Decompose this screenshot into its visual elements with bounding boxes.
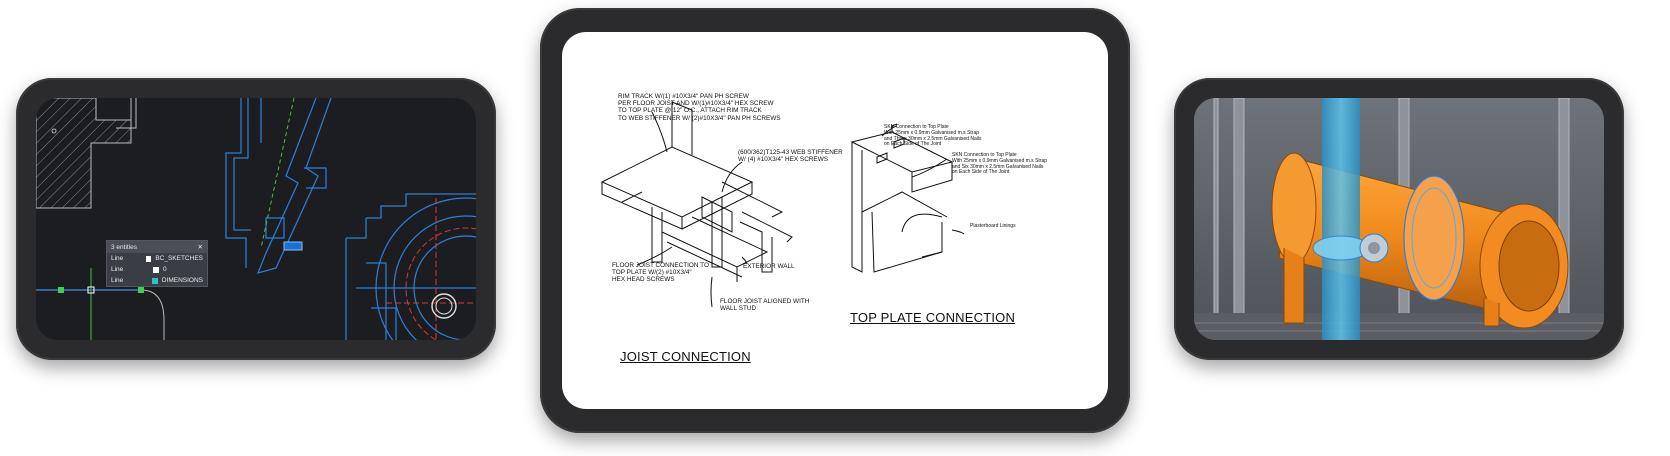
tablet-3d-model xyxy=(1174,78,1624,360)
grip-point[interactable] xyxy=(58,287,64,293)
grip-point-center[interactable] xyxy=(87,286,95,294)
note-connection-1: SKN Connection to Top Plate With 25mm x … xyxy=(884,124,982,148)
hatched-wall xyxy=(36,98,132,209)
close-icon[interactable]: ✕ xyxy=(197,244,203,251)
pipe-model-render xyxy=(1194,98,1604,340)
green-axis-line xyxy=(260,98,295,249)
detail-drawing-screen: RIM TRACK W/(1) #10x3/4" PAN PH SCREW PE… xyxy=(562,32,1108,409)
caption-joist-connection: JOIST CONNECTION xyxy=(620,349,751,364)
pipe-flange-left xyxy=(1271,152,1317,264)
layer-color-swatch xyxy=(151,277,158,284)
caption-top-plate-connection: TOP PLATE CONNECTION xyxy=(850,310,1016,325)
entity-row[interactable]: Line 0 xyxy=(111,266,167,273)
pipe-support xyxy=(1483,298,1500,327)
selection-count: 3 entities xyxy=(111,243,138,251)
note-exterior-wall: EXTERIOR WALL xyxy=(743,263,795,270)
steel-column xyxy=(1558,98,1570,340)
selection-properties-panel[interactable]: 3 entities ✕ Line BC_SKETCHES Line 0 Lin… xyxy=(106,240,208,287)
layer-color-swatch xyxy=(146,255,152,262)
tablet-cad-2d: 3 entities ✕ Line BC_SKETCHES Line 0 Lin… xyxy=(16,78,496,360)
vertical-blue-pipe xyxy=(1322,98,1360,340)
rim-track xyxy=(600,146,754,218)
detail-linework xyxy=(600,101,965,308)
entity-row[interactable]: Line BC_SKETCHES xyxy=(111,255,203,262)
cad-2d-drawing xyxy=(36,98,476,340)
grip-point[interactable] xyxy=(138,287,144,293)
pipe-support xyxy=(1283,248,1305,324)
blue-highlighted-flange[interactable] xyxy=(1403,175,1465,301)
panel-header: 3 entities ✕ xyxy=(107,241,207,253)
note-floor-joist-connection: FLOOR JOIST CONNECTION TO TOP PLATE W/(2… xyxy=(612,262,709,284)
note-web-stiffener: (600/362)T125-43 WEB STIFFENER W/ (4) #1… xyxy=(738,149,843,164)
note-connection-2: SKN Connection to Top Plate With 25mm x … xyxy=(952,152,1048,176)
bolt-hole xyxy=(431,293,457,319)
blue-mechanism xyxy=(225,98,332,274)
note-plasterboard: Plasterboard Linings xyxy=(970,223,1016,229)
model-3d-screen xyxy=(1194,98,1604,340)
layer-color-swatch xyxy=(153,266,159,273)
flange-assembly xyxy=(345,193,476,340)
note-rim-track: RIM TRACK W/(1) #10x3/4" PAN PH SCREW PE… xyxy=(618,93,781,122)
note-floor-joist-aligned: FLOOR JOIST ALIGNED WITH WALL STUD xyxy=(720,298,810,313)
steel-column xyxy=(1233,98,1245,340)
selected-dimension xyxy=(283,241,303,251)
tablet-construction-detail: RIM TRACK W/(1) #10x3/4" PAN PH SCREW PE… xyxy=(540,8,1130,433)
cad-2d-screen: 3 entities ✕ Line BC_SKETCHES Line 0 Lin… xyxy=(36,98,476,340)
entity-row[interactable]: Line DIMENSIONS xyxy=(111,277,203,284)
